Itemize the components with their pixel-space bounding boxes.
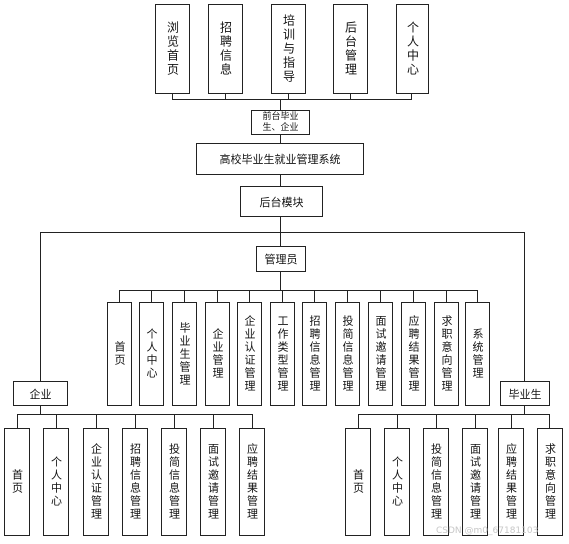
enterprise-module-recruitment-info: 招聘信息管理 [122, 428, 148, 536]
frontend-module-recruitment-info: 招聘信息 [208, 4, 243, 94]
frontend-role-box: 前台毕业生、企业 [251, 110, 310, 135]
enterprise-module-home: 首页 [4, 428, 30, 536]
admin-module-application-result: 应聘结果管理 [401, 302, 426, 406]
admin-module-graduate-management: 毕业生管理 [172, 302, 197, 406]
admin-module-home: 首页 [107, 302, 132, 406]
frontend-module-browse-home: 浏览首页 [155, 4, 190, 94]
csdn-watermark: CSDN @m0_67181103 [436, 526, 539, 536]
admin-module-recruitment-info: 招聘信息管理 [302, 302, 327, 406]
admin-module-job-intention: 求职意向管理 [434, 302, 459, 406]
admin-module-enterprise-management: 企业管理 [205, 302, 230, 406]
graduate-module-job-intention: 求职意向管理 [537, 428, 563, 536]
admin-module-personal-center: 个人中心 [139, 302, 164, 406]
graduate-role-box: 毕业生 [500, 381, 550, 406]
graduate-module-interview-invitation: 面试邀请管理 [462, 428, 488, 536]
graduate-module-home: 首页 [345, 428, 371, 536]
frontend-module-personal-center: 个人中心 [396, 4, 429, 94]
graduate-module-resume-submission: 投简信息管理 [423, 428, 449, 536]
enterprise-module-interview-invitation: 面试邀请管理 [200, 428, 226, 536]
enterprise-module-resume-submission: 投简信息管理 [161, 428, 187, 536]
enterprise-module-certification: 企业认证管理 [83, 428, 109, 536]
admin-module-interview-invitation: 面试邀请管理 [368, 302, 393, 406]
graduate-module-personal-center: 个人中心 [384, 428, 410, 536]
admin-module-enterprise-certification: 企业认证管理 [237, 302, 262, 406]
enterprise-module-personal-center: 个人中心 [43, 428, 69, 536]
system-title-box: 高校毕业生就业管理系统 [196, 143, 364, 175]
backend-module-box: 后台模块 [240, 186, 323, 217]
enterprise-module-application-result: 应聘结果管理 [239, 428, 265, 536]
frontend-module-training-guidance: 培训与指导 [271, 4, 306, 94]
enterprise-role-box: 企业 [13, 381, 68, 406]
admin-module-job-type: 工作类型管理 [270, 302, 295, 406]
frontend-module-backend-admin: 后台管理 [333, 4, 368, 94]
graduate-module-application-result: 应聘结果管理 [498, 428, 524, 536]
admin-module-resume-submission: 投简信息管理 [335, 302, 360, 406]
admin-module-system-management: 系统管理 [465, 302, 490, 406]
admin-role-box: 管理员 [256, 246, 306, 272]
